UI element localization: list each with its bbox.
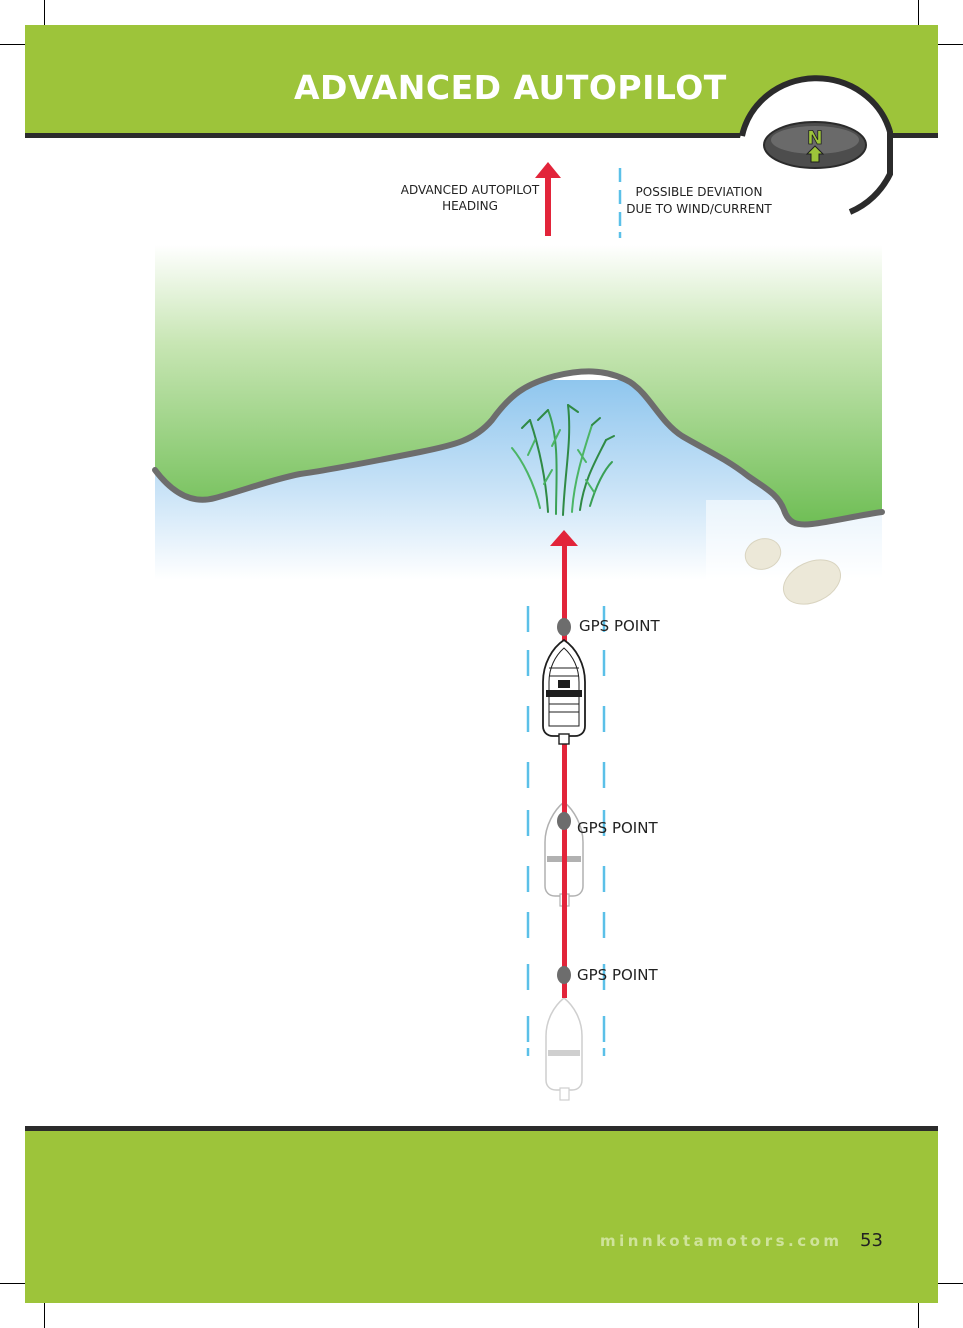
autopilot-path <box>562 566 567 998</box>
crop-mark <box>0 44 25 45</box>
north-heading-badge: N <box>739 75 893 215</box>
gps-point-marker <box>557 966 571 984</box>
crop-mark <box>0 1283 25 1284</box>
heading-label-line: ADVANCED AUTOPILOT <box>400 183 540 197</box>
shoreline-land <box>155 245 882 525</box>
deviation-label: POSSIBLE DEVIATION DUE TO WIND/CURRENT <box>624 184 774 218</box>
north-arrow-icon: N <box>805 127 825 163</box>
deviation-corridor <box>526 606 606 1056</box>
shoreline-edge <box>152 368 885 528</box>
badge-letter: N <box>807 127 823 149</box>
footer-band <box>25 1131 938 1303</box>
crop-mark <box>918 1303 919 1328</box>
crop-mark <box>938 1283 963 1284</box>
gps-point-marker <box>557 812 571 830</box>
gps-point-label: GPS POINT <box>577 966 658 984</box>
heading-label: ADVANCED AUTOPILOT HEADING <box>395 182 545 214</box>
boat-icon <box>545 997 583 1101</box>
crop-mark <box>44 0 45 25</box>
footer-divider <box>25 1126 938 1131</box>
site-url: minnkotamotors.com <box>600 1232 843 1250</box>
deviation-label-line: POSSIBLE DEVIATION <box>635 185 763 199</box>
deviation-label-line: DUE TO WIND/CURRENT <box>626 202 772 216</box>
header-divider <box>25 133 938 138</box>
gps-point-label: GPS POINT <box>577 819 658 837</box>
gps-point-marker <box>557 618 571 636</box>
crop-mark <box>938 44 963 45</box>
weeds-icon <box>511 404 615 516</box>
crop-mark <box>44 1303 45 1328</box>
page-title: ADVANCED AUTOPILOT <box>294 68 727 107</box>
path-arrowhead <box>550 530 578 546</box>
gps-point-label: GPS POINT <box>579 617 660 635</box>
heading-arrow-icon <box>535 162 561 236</box>
crop-mark <box>918 0 919 25</box>
boat-icon <box>542 638 586 745</box>
page-number: 53 <box>860 1230 883 1251</box>
rock-icon <box>744 538 841 605</box>
heading-label-line: HEADING <box>442 199 498 213</box>
